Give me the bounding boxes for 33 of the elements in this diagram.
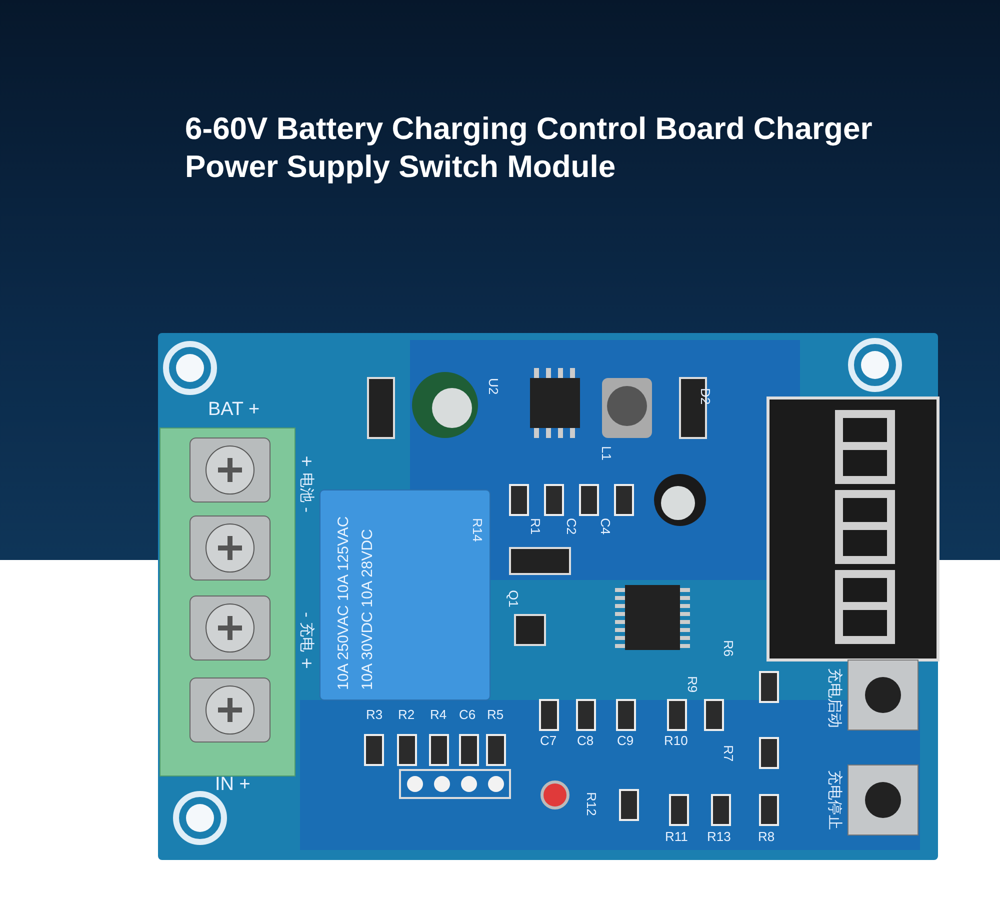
designator: R7 (722, 745, 735, 762)
title: 6-60V Battery Charging Control Board Charger Power Supply Switch Module (185, 110, 874, 186)
designator: C6 (459, 708, 476, 721)
designator: Q1 (507, 590, 520, 608)
designator: R4 (430, 708, 447, 721)
designator: R8 (758, 830, 775, 843)
designator: L1 (600, 446, 613, 460)
relay-rating: 10A 250VAC 10A 125VAC (336, 516, 351, 690)
designator: R9 (686, 676, 699, 693)
terminal-label: BAT + (208, 400, 260, 419)
button-label: 充电启动 (827, 668, 842, 728)
designator: R1 (529, 518, 542, 535)
terminal-label: IN + (215, 775, 250, 794)
designator: R3 (366, 708, 383, 721)
button-label: 充电停止 (827, 770, 842, 830)
designator: R6 (722, 640, 735, 657)
designator: C8 (577, 734, 594, 747)
designator: D2 (699, 388, 712, 405)
designator: R14 (471, 518, 484, 542)
designator: R2 (398, 708, 415, 721)
terminal-label: + 电池 - (299, 455, 314, 513)
relay-rating: 10A 30VDC 10A 28VDC (360, 529, 375, 690)
designator: R5 (487, 708, 504, 721)
designator: R13 (707, 830, 731, 843)
designator: R10 (664, 734, 688, 747)
designator: R11 (665, 830, 688, 843)
designator: C9 (617, 734, 634, 747)
designator: C4 (599, 518, 612, 535)
designator: R12 (585, 792, 598, 816)
designator: C2 (565, 518, 578, 535)
designator: C7 (540, 734, 557, 747)
terminal-label: - 充电 + (299, 612, 314, 670)
designator: U2 (487, 378, 500, 395)
